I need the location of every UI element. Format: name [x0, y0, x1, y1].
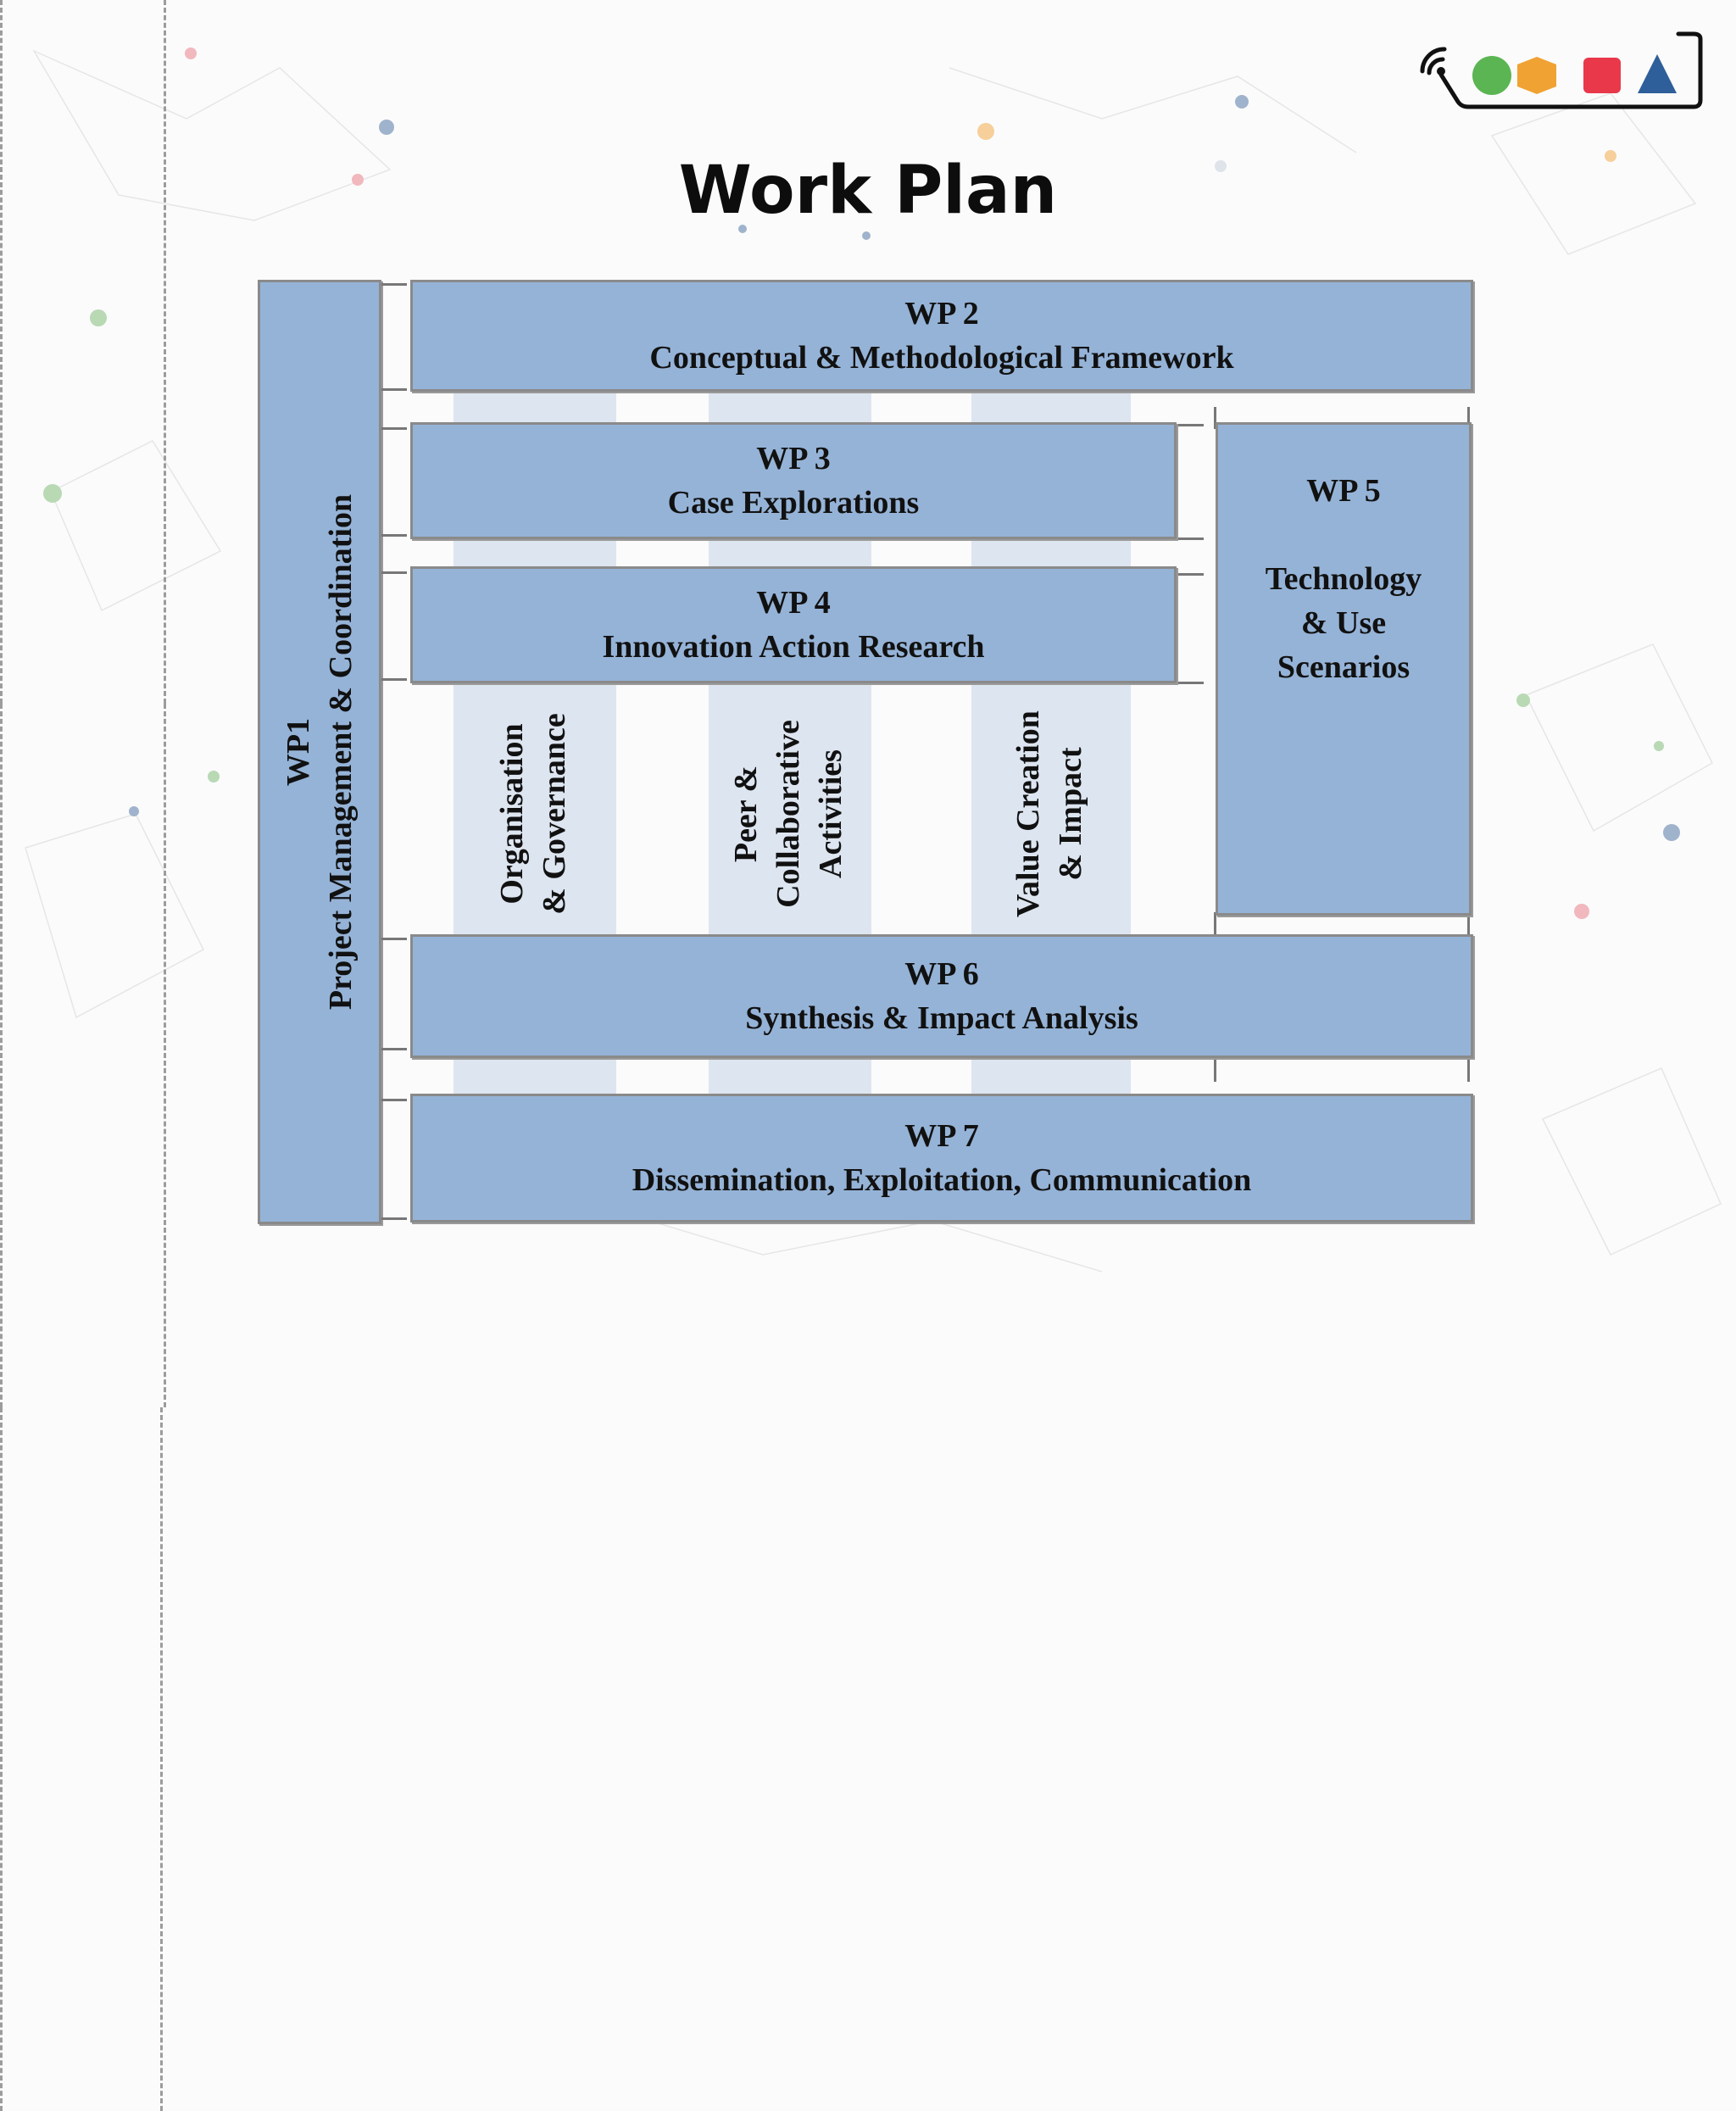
wp4-title: Innovation Action Research: [602, 629, 985, 665]
bracket-tick: [381, 678, 407, 681]
wp5-title-line2: & Use: [1300, 605, 1387, 641]
wp4-id: WP 4: [756, 585, 831, 621]
bracket-tick: [1467, 1060, 1470, 1082]
network-background: [25, 47, 1722, 1273]
wp2-id: WP 2: [904, 296, 979, 331]
wp7-id: WP 7: [904, 1118, 979, 1154]
theme-dash-organisation: [0, 0, 166, 704]
bracket-tick: [381, 388, 407, 391]
bracket-tick: [381, 571, 407, 574]
theme-label-value: Value Creation & Impact: [1010, 710, 1088, 917]
wp1-id: WP1: [281, 717, 316, 787]
bracket-tick: [1467, 912, 1470, 934]
wp7-box: WP 7 Dissemination, Exploitation, Commun…: [410, 1094, 1473, 1223]
wp4-box: WP 4 Innovation Action Research: [410, 566, 1177, 683]
bracket-tick: [1173, 537, 1204, 540]
bracket-tick: [1173, 424, 1204, 426]
bracket-tick: [1467, 407, 1470, 429]
bracket-tick: [381, 427, 407, 430]
theme-label-peer: Peer & Collaborative Activities: [728, 720, 849, 908]
wp1-title: Project Management & Coordination: [323, 493, 359, 1011]
blue-triangle-icon: [1638, 54, 1677, 93]
orange-hexagon-icon: [1517, 57, 1556, 94]
green-circle-icon: [1472, 56, 1511, 95]
wifi-icon: [1420, 47, 1447, 74]
bracket-tick: [381, 283, 407, 286]
wp3-id: WP 3: [756, 441, 831, 476]
bracket-tick: [1173, 682, 1204, 684]
wp2-title: Conceptual & Methodological Framework: [649, 340, 1234, 376]
wifi-signal-shapes-logo: [1420, 31, 1703, 109]
theme-dash-value: [0, 1407, 163, 2111]
bracket-tick: [381, 534, 407, 537]
bracket-tick: [1173, 573, 1204, 576]
theme-label-organisation: Organisation & Governance: [494, 713, 572, 915]
bracket-tick: [381, 1099, 407, 1101]
wp5-title-line3: Scenarios: [1277, 649, 1410, 685]
wp1-label: WP1 Project Management & Coordination: [277, 286, 362, 1218]
wp1-box: [258, 280, 381, 1224]
wp3-title: Case Explorations: [667, 485, 920, 521]
bracket-tick: [381, 1217, 407, 1220]
bracket-tick: [1214, 912, 1216, 934]
wp7-title: Dissemination, Exploitation, Communicati…: [632, 1162, 1252, 1198]
red-square-icon: [1583, 58, 1621, 93]
bracket-tick: [381, 1048, 407, 1050]
work-plan-diagram: WP1 Project Management & Coordination WP…: [0, 0, 1473, 2111]
wp5-title-line1: Technology: [1265, 561, 1422, 597]
bracket-tick: [1214, 407, 1216, 429]
bracket-tick: [381, 938, 407, 940]
wp2-box: WP 2 Conceptual & Methodological Framewo…: [410, 280, 1473, 392]
wp6-box: WP 6 Synthesis & Impact Analysis: [410, 934, 1473, 1058]
bracket-tick: [1214, 1060, 1216, 1082]
wp5-id: WP 5: [1306, 473, 1381, 509]
page-title: Work Plan: [678, 153, 1058, 229]
wp5-box: WP 5 Technology & Use Scenarios: [1216, 422, 1472, 916]
theme-dash-peer: [0, 704, 166, 1407]
wp6-title: Synthesis & Impact Analysis: [745, 1000, 1138, 1036]
wp6-id: WP 6: [904, 956, 979, 992]
wp3-box: WP 3 Case Explorations: [410, 422, 1177, 539]
